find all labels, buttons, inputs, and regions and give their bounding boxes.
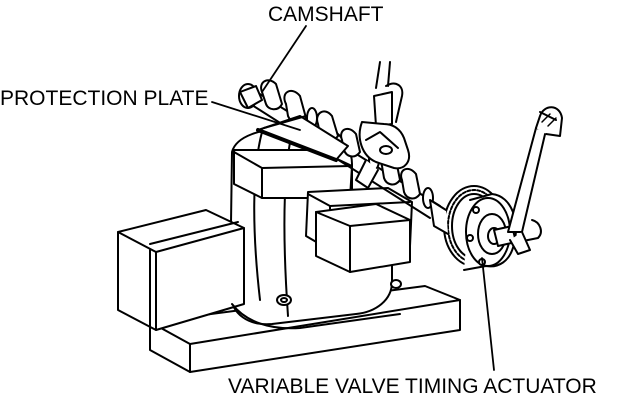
variable-valve-timing-actuator-label: VARIABLE VALVE TIMING ACTUATOR [228, 375, 597, 398]
protection-plate-label: PROTECTION PLATE [0, 87, 209, 110]
protection-plate-leader [211, 101, 301, 131]
adjustable-wrench [355, 61, 410, 189]
bench-vise [117, 127, 461, 373]
variable-valve-timing-actuator [429, 185, 517, 271]
breaker-bar [507, 106, 563, 255]
actuator-leader [481, 257, 495, 371]
leader-lines [211, 25, 495, 371]
camshaft-label: CAMSHAFT [268, 3, 384, 26]
protection-plate [256, 115, 349, 162]
camshaft-leader [261, 25, 307, 93]
